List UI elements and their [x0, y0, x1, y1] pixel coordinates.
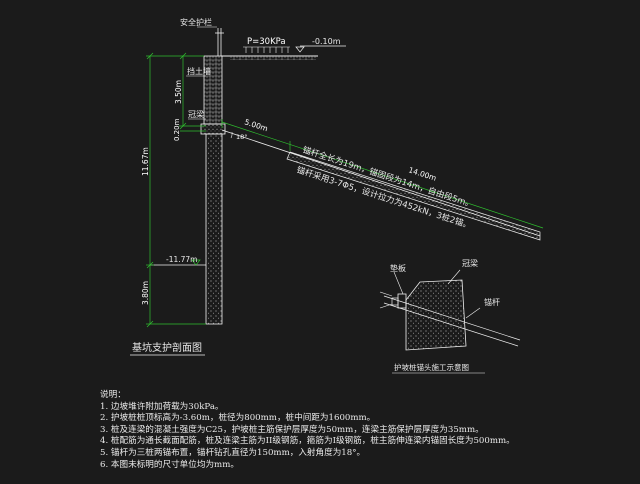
- note-item: 5. 锚杆为三桩两锚布置，锚杆钻孔直径为150mm，入射角度为18°。: [100, 447, 366, 458]
- crown-beam: [200, 123, 226, 135]
- bottom-level-label: -11.77m: [166, 255, 197, 264]
- level-marker-bottom: [191, 259, 201, 266]
- notes-heading: 说明：: [100, 390, 126, 400]
- note-item: 2. 护坡桩桩顶标高为-3.60m，桩径为800mm，桩中间距为1600mm。: [100, 413, 376, 424]
- angle-dim: 18°: [236, 133, 248, 141]
- free-length-dim: 5.00m: [243, 117, 269, 133]
- anchor-dimension-lines: [221, 119, 544, 229]
- wall-height-dim: 3.50m: [174, 80, 183, 104]
- beam-depth-dim: 0.20m: [173, 118, 181, 141]
- detail-pad-label: 垫板: [390, 263, 406, 273]
- detail-title: 护坡桩锚头施工示意图: [394, 362, 469, 372]
- load-arrows: [243, 46, 290, 53]
- pile: [205, 133, 223, 325]
- ground-hatch: [230, 56, 316, 60]
- note-item: 4. 桩配筋为通长截面配筋，桩及连梁主筋为II级钢筋，箍筋为I级钢筋，桩主筋伸连…: [100, 436, 515, 447]
- ground-level-label: -0.10m: [312, 37, 341, 46]
- main-section-title: 基坑支护剖面图: [132, 341, 202, 354]
- crown-beam-label: 冠梁: [188, 110, 204, 119]
- dimension-lines: [146, 52, 206, 328]
- guardrail-label: 安全护栏: [180, 17, 212, 27]
- guardrail: [215, 28, 224, 56]
- retaining-wall-label: 挡土墙: [187, 66, 211, 76]
- level-marker-top: [295, 45, 346, 53]
- notes-block: 说明： 1. 边坡堆许附加荷载为30kPa。 2. 护坡桩桩顶标高为-3.60m…: [100, 390, 620, 471]
- embed-depth-dim: 3.80m: [141, 281, 150, 305]
- detail-crown-beam-label: 冠梁: [462, 259, 478, 268]
- load-label: P=30KPa: [247, 37, 286, 47]
- note-item: 1. 边坡堆许附加荷载为30kPa。: [100, 401, 224, 412]
- note-item: 3. 桩及连梁的混凝土强度为C25，护坡桩主筋保护层厚度为50mm，连梁主筋保护…: [100, 424, 484, 435]
- anchor-rod: [221, 129, 541, 241]
- detail-drawing: [379, 269, 521, 351]
- total-height-dim: 11.67m: [141, 147, 150, 176]
- detail-anchor-label: 锚杆: [484, 297, 500, 307]
- note-item: 6. 本图未标明的尺寸单位均为mm。: [100, 459, 239, 470]
